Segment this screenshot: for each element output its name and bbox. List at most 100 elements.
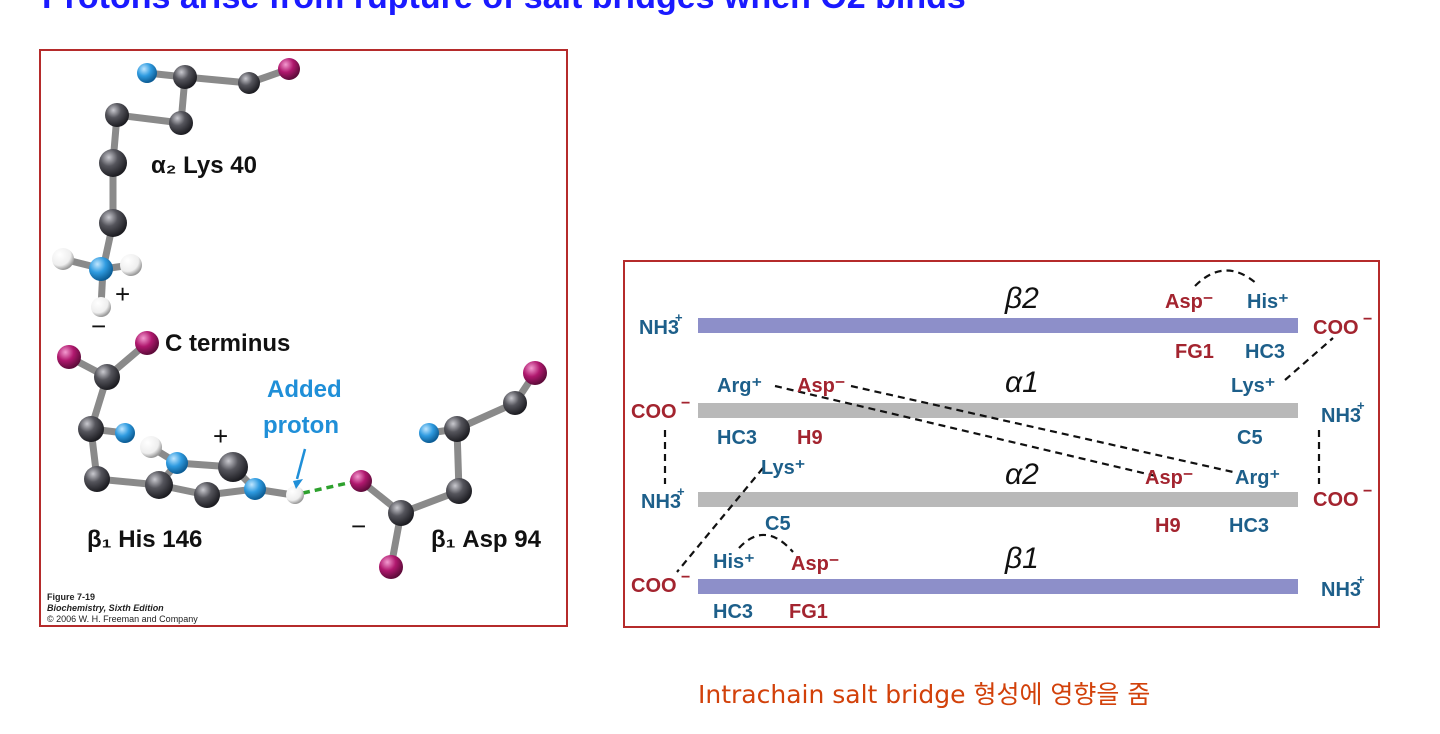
a1-arg-label: Arg⁺ xyxy=(717,375,762,397)
added-proton-atom xyxy=(286,486,304,504)
hydrogen-atom xyxy=(91,297,111,317)
b2-hc3-label: HC3 xyxy=(1245,341,1285,363)
lys-minus-charge: − xyxy=(91,311,106,341)
hydrogen-bond-line xyxy=(302,479,358,495)
a1-arg-a2-asp-bridge xyxy=(774,384,1161,479)
hydrogen-atom xyxy=(120,254,142,276)
oxygen-atom xyxy=(350,470,372,492)
alpha2-label: α2 xyxy=(1005,458,1039,491)
alpha1-n-terminus-charge: + xyxy=(1357,398,1365,413)
beta2-n-terminus-charge: + xyxy=(675,310,683,325)
alpha1-label: α1 xyxy=(1005,366,1039,399)
nitrogen-atom xyxy=(419,423,439,443)
proton-label: proton xyxy=(263,412,339,439)
salt-bridge-diagram: β2 α1 α2 β1 NH3 + COO − COO − NH3 + NH3 … xyxy=(631,269,1372,623)
ball-and-stick-model: α₂ Lys 40 + − C terminus Added proton + … xyxy=(47,58,547,624)
lys-plus-charge: + xyxy=(115,279,130,309)
carbon-atom xyxy=(173,65,197,89)
a2-c5-label: C5 xyxy=(765,513,791,535)
residue-labels: Asp⁻ His⁺ FG1 HC3 Arg⁺ Asp⁻ Lys⁺ HC3 H9 … xyxy=(713,291,1289,623)
b2-asp-his-bridge xyxy=(1194,269,1258,287)
a1-asp-label: Asp⁻ xyxy=(797,375,845,397)
added-label: Added xyxy=(267,376,342,403)
carbon-atom xyxy=(503,391,527,415)
carbon-atom xyxy=(94,364,120,390)
carbon-atom xyxy=(444,416,470,442)
oxygen-atom xyxy=(523,361,547,385)
carbon-atom xyxy=(78,416,104,442)
a2-hc3-label: HC3 xyxy=(1229,515,1269,537)
carbon-atom xyxy=(145,471,173,499)
beta2-n-terminus: NH3 xyxy=(639,317,679,339)
nitrogen-atom xyxy=(166,452,188,474)
oxygen-atom xyxy=(278,58,300,80)
a1-c5-label: C5 xyxy=(1237,427,1263,449)
hydrogen-atom xyxy=(52,248,74,270)
molecular-figure-panel: α₂ Lys 40 + − C terminus Added proton + … xyxy=(39,49,568,627)
carbon-atom xyxy=(194,482,220,508)
his-plus-charge: + xyxy=(213,421,228,451)
carbon-atom xyxy=(105,103,129,127)
book-title: Biochemistry, Sixth Edition xyxy=(47,603,164,613)
b1-asp-label: Asp⁻ xyxy=(791,553,839,575)
lys40-label: α₂ Lys 40 xyxy=(151,152,257,179)
a2-h9-label: H9 xyxy=(1155,515,1181,537)
a1-h9-label: H9 xyxy=(797,427,823,449)
beta2-label: β2 xyxy=(1004,282,1039,315)
a2-lys-b1-coo-bridge xyxy=(676,467,764,573)
a2-asp-label: Asp⁻ xyxy=(1145,467,1193,489)
carbon-atom xyxy=(218,452,248,482)
nitrogen-atom xyxy=(137,63,157,83)
a1-hc3-label: HC3 xyxy=(717,427,757,449)
a2-arg-label: Arg⁺ xyxy=(1235,467,1280,489)
c-terminus-label: C terminus xyxy=(165,330,290,357)
a1-lys-b2-coo-bridge xyxy=(1284,337,1334,381)
oxygen-atom xyxy=(57,345,81,369)
beta1-chain-bar xyxy=(698,579,1298,594)
b2-fg1-label: FG1 xyxy=(1175,341,1214,363)
beta1-c-terminus: COO xyxy=(631,575,677,597)
carbon-atom xyxy=(99,149,127,177)
salt-bridge-diagram-panel: β2 α1 α2 β1 NH3 + COO − COO − NH3 + NH3 … xyxy=(623,260,1380,628)
nitrogen-atom xyxy=(115,423,135,443)
asp94-label: β₁ Asp 94 xyxy=(431,526,542,553)
alpha2-n-terminus: NH3 xyxy=(641,491,681,513)
page-title: Protons arise from rupture of salt bridg… xyxy=(42,0,966,17)
beta2-c-terminus-charge: − xyxy=(1363,311,1372,328)
beta2-c-terminus: COO xyxy=(1313,317,1359,339)
his146-label: β₁ His 146 xyxy=(87,526,202,553)
alpha1-chain-bar xyxy=(698,403,1298,418)
termini: NH3 + COO − COO − NH3 + NH3 + COO − COO … xyxy=(631,310,1372,601)
b1-his-asp-bridge xyxy=(738,533,794,553)
carbon-atom xyxy=(446,478,472,504)
b1-fg1-label: FG1 xyxy=(789,601,828,623)
beta1-n-terminus: NH3 xyxy=(1321,579,1361,601)
atoms xyxy=(52,58,547,579)
a1-lys-label: Lys⁺ xyxy=(1231,375,1275,397)
figure-number: Figure 7-19 xyxy=(47,592,95,602)
oxygen-atom xyxy=(135,331,159,355)
copyright: © 2006 W. H. Freeman and Company xyxy=(47,614,198,624)
carbon-atom xyxy=(99,209,127,237)
carbon-atom xyxy=(169,111,193,135)
alpha1-n-terminus: NH3 xyxy=(1321,405,1361,427)
oxygen-atom xyxy=(379,555,403,579)
alpha2-chain-bar xyxy=(698,492,1298,507)
b1-his-label: His⁺ xyxy=(713,551,755,573)
nitrogen-atom xyxy=(244,478,266,500)
asp-minus-charge: − xyxy=(351,511,366,541)
beta1-label: β1 xyxy=(1004,542,1039,575)
a1-asp-a2-arg-bridge xyxy=(850,384,1234,474)
proton-arrow xyxy=(295,448,307,480)
alpha2-c-terminus-charge: − xyxy=(1363,483,1372,500)
alpha2-c-terminus: COO xyxy=(1313,489,1359,511)
hydrogen-atom xyxy=(140,436,162,458)
b2-his-label: His⁺ xyxy=(1247,291,1289,313)
b2-asp-label: Asp⁻ xyxy=(1165,291,1213,313)
chain-labels: β2 α1 α2 β1 xyxy=(1004,282,1039,575)
beta2-chain-bar xyxy=(698,318,1298,333)
carbon-atom xyxy=(388,500,414,526)
alpha1-c-terminus-charge: − xyxy=(681,395,690,412)
nitrogen-atom xyxy=(89,257,113,281)
proton-arrowhead xyxy=(293,479,303,489)
